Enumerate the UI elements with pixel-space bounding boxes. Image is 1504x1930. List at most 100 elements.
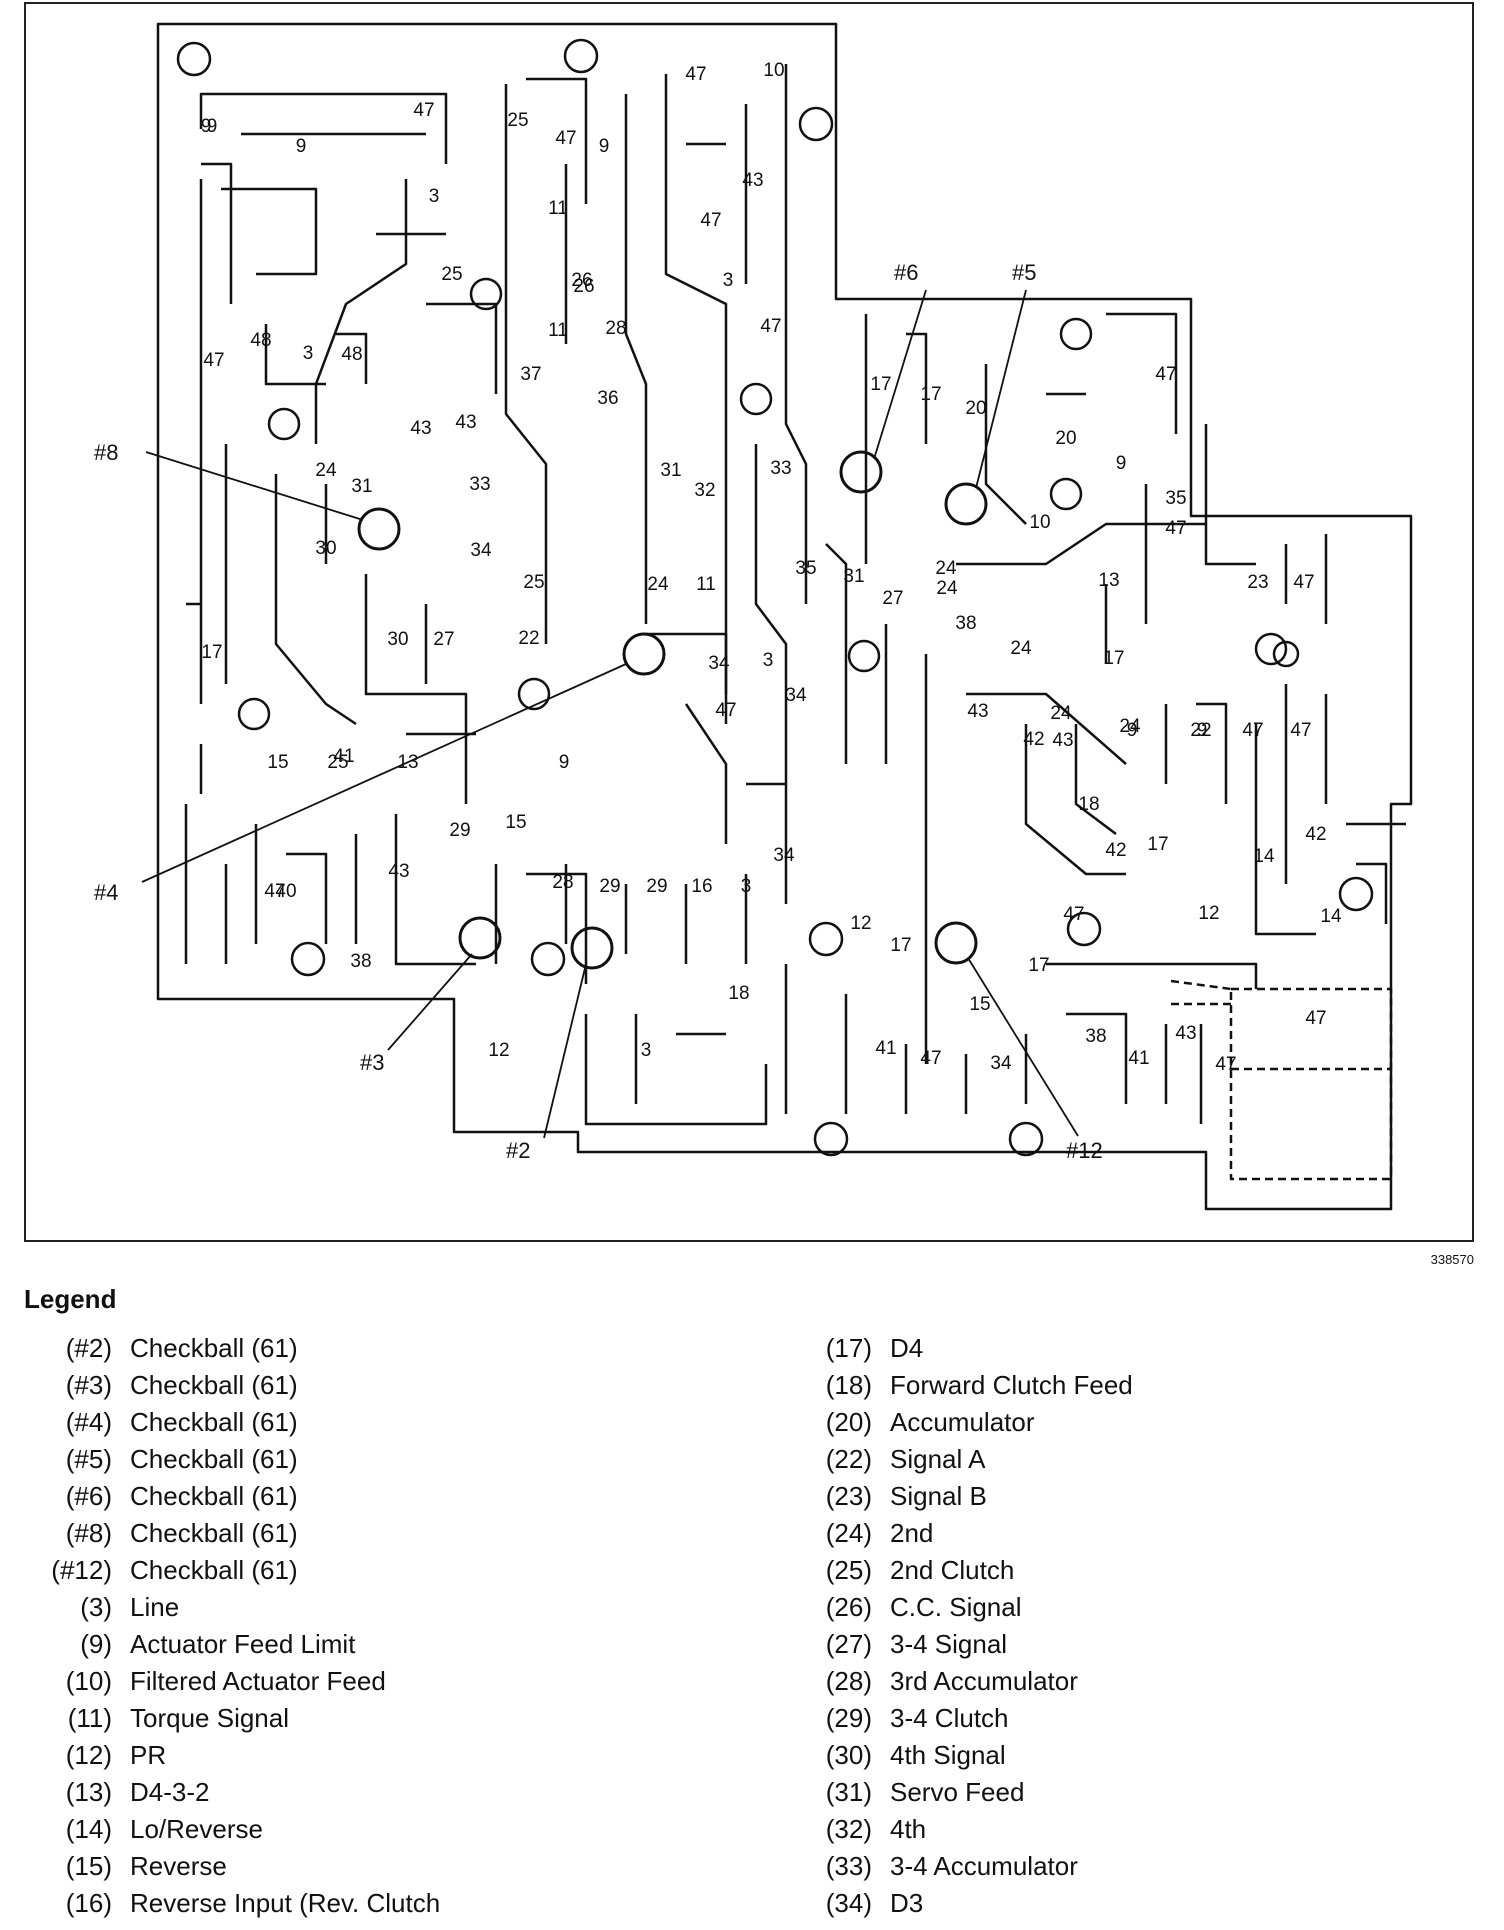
passage-number: 17: [870, 374, 891, 395]
legend-code: (23): [825, 1481, 872, 1511]
passage-number: 11: [548, 320, 568, 341]
legend-label: 2nd Clutch: [890, 1555, 1015, 1585]
passage-number: 43: [1175, 1023, 1196, 1044]
passage-number: 47: [920, 1048, 941, 1069]
passage-number: 48: [341, 344, 362, 365]
legend-code: (13): [65, 1777, 112, 1807]
passage-number: 40: [275, 881, 296, 902]
legend-label: Filtered Actuator Feed: [130, 1666, 386, 1696]
legend-item: (20) Accumulator: [800, 1404, 1440, 1441]
passage-number: 9: [1116, 453, 1127, 474]
legend-code: (29): [825, 1703, 872, 1733]
passage-number: 43: [388, 861, 409, 882]
legend-code: (#5): [65, 1444, 112, 1474]
legend-code: (10): [65, 1666, 112, 1696]
passage-number: 47: [1165, 518, 1186, 539]
legend-label: D4-3-2: [130, 1777, 210, 1807]
legend-code: (26): [825, 1592, 872, 1622]
passage-number: 31: [660, 460, 681, 481]
legend-label: 3rd Accumulator: [890, 1666, 1078, 1696]
passage-number: 9: [1127, 720, 1138, 741]
legend-item: (#6)Checkball (61): [40, 1478, 680, 1515]
passage-number: 3: [641, 1040, 652, 1061]
passage-number: 42: [1105, 840, 1126, 861]
legend-code: (34): [825, 1888, 872, 1918]
passage-number: 48: [250, 330, 271, 351]
passage-number: 38: [350, 951, 371, 972]
legend-code: (3): [80, 1592, 112, 1622]
passage-number: 47: [555, 128, 576, 149]
passage-number: 15: [505, 812, 526, 833]
passage-number: 30: [387, 629, 408, 650]
passage-number: 15: [267, 752, 288, 773]
passage-number: 47: [760, 316, 781, 337]
passage-number: 25: [507, 110, 528, 131]
passage-number: 41: [1128, 1048, 1149, 1069]
passage-number: 14: [1253, 846, 1275, 867]
callout-label: #3: [360, 1050, 384, 1075]
legend-label: Accumulator: [890, 1407, 1035, 1437]
legend-code: (20): [825, 1407, 872, 1437]
legend-label: C.C. Signal: [890, 1592, 1022, 1622]
passage-number: 38: [955, 613, 976, 634]
callout-label: #8: [94, 440, 118, 465]
passage-number: 47: [685, 64, 706, 85]
legend-label: Actuator Feed Limit: [130, 1629, 356, 1659]
passage-number: 43: [410, 418, 431, 439]
passage-number: 24: [647, 574, 669, 595]
legend-item: (#2)Checkball (61): [40, 1330, 680, 1367]
legend-label: Checkball (61): [130, 1444, 298, 1474]
passage-number: 9: [599, 136, 610, 157]
checkball-6: [839, 450, 883, 494]
passage-number: 33: [770, 458, 791, 479]
passage-number: 29: [646, 876, 667, 897]
passage-number: 35: [1165, 488, 1186, 509]
passage-number: 17: [920, 384, 941, 405]
legend-label: 3-4 Accumulator: [890, 1851, 1078, 1881]
legend-item: (34)D3: [800, 1885, 1440, 1922]
passage-number: 3: [303, 343, 314, 364]
checkball-8: [357, 507, 401, 551]
passage-number: 12: [488, 1040, 509, 1061]
legend-label: PR: [130, 1740, 167, 1770]
passage-number: 17: [1103, 648, 1124, 669]
legend-item: (24)2nd: [800, 1515, 1440, 1552]
passage-number: 11: [548, 198, 568, 219]
passage-number: 20: [965, 398, 986, 419]
legend-code: (31): [825, 1777, 872, 1807]
passage-number: 47: [413, 100, 434, 121]
passage-number: 37: [520, 364, 541, 385]
passage-number: 34: [470, 540, 492, 561]
passage-number: 15: [969, 994, 990, 1015]
callout-label: #4: [94, 880, 118, 905]
legend-label: Checkball (61): [130, 1555, 298, 1585]
passage-number: 18: [1078, 794, 1099, 815]
passage-number: 47: [1063, 904, 1084, 925]
legend-code: (9): [80, 1629, 112, 1659]
legend-item: (14)Lo/Reverse: [40, 1811, 680, 1848]
legend-label: Checkball (61): [130, 1333, 298, 1363]
legend-code: (18): [825, 1370, 872, 1400]
legend-item: (10) Filtered Actuator Feed: [40, 1663, 680, 1700]
passage-number: 34: [773, 845, 795, 866]
legend-item: (11)Torque Signal: [40, 1700, 680, 1737]
passage-number: 24: [935, 558, 957, 579]
passage-number: 11: [696, 574, 716, 595]
passage-number: 47: [1155, 364, 1176, 385]
legend-item: (13) D4-3-2: [40, 1774, 680, 1811]
passage-number: 16: [691, 876, 712, 897]
passage-number: 10: [1029, 512, 1050, 533]
legend-item: (16)Reverse Input (Rev. Clutch: [40, 1885, 680, 1922]
passage-number: 24: [936, 578, 958, 599]
legend-label: Reverse: [130, 1851, 227, 1881]
passage-number: 14: [1320, 906, 1342, 927]
legend-item: (29) 3-4 Clutch: [800, 1700, 1440, 1737]
legend-item: (#8)Checkball (61): [40, 1515, 680, 1552]
legend-label: 3-4 Clutch: [890, 1703, 1009, 1733]
passage-number: 9: [559, 752, 570, 773]
legend-item: (33)3-4 Accumulator: [800, 1848, 1440, 1885]
legend-code: (#6): [65, 1481, 112, 1511]
legend-label: Signal A: [890, 1444, 986, 1474]
legend-title: Legend: [24, 1284, 117, 1314]
